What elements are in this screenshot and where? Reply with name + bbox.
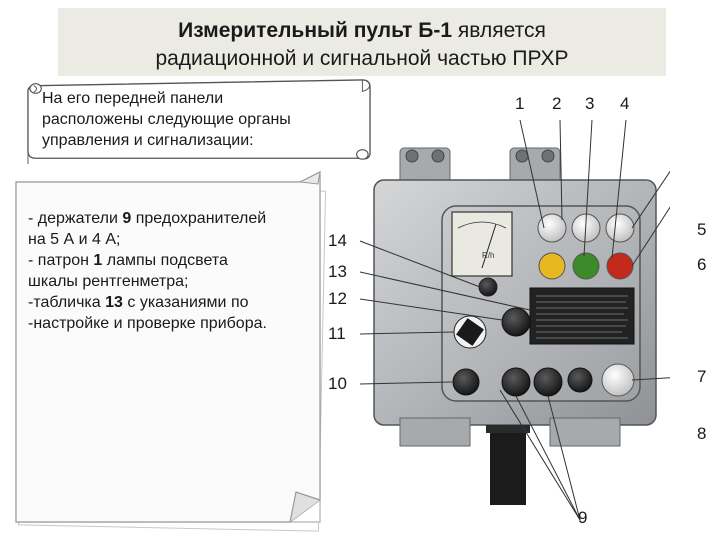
callout-8: 8 (697, 424, 706, 444)
callout-6: 6 (697, 255, 706, 275)
slide-title-line1: Измерительный пульт Б-1 является (58, 18, 666, 44)
note-item-2: - патрон 1 лампы подсвета (28, 250, 320, 271)
note-3-post: с указаниями по (123, 294, 249, 311)
callout-2: 2 (552, 94, 561, 114)
title-bold: Измерительный пульт Б-1 (178, 19, 452, 42)
scroll-line-1: На его передней панели (42, 88, 372, 109)
scroll-line-3: управления и сигнализации: (42, 130, 372, 151)
note-item-3-line2: -настройке и проверке прибора. (28, 313, 320, 334)
note-3-num: 13 (105, 294, 123, 311)
callout-1: 1 (515, 94, 524, 114)
notes-list: - держатели 9 предохранителей на 5 А и 4… (28, 208, 320, 334)
callout-4: 4 (620, 94, 629, 114)
callout-12: 12 (328, 289, 347, 309)
callout-5: 5 (697, 220, 706, 240)
note-2-pre: - патрон (28, 252, 93, 269)
callout-7: 7 (697, 367, 706, 387)
note-3-pre: -табличка (28, 294, 105, 311)
title-rest: является (452, 19, 546, 42)
meter-scale-label: R/h (482, 251, 494, 260)
note-2-post: лампы подсвета (102, 252, 228, 269)
callout-11: 11 (328, 324, 346, 344)
callout-13: 13 (328, 262, 347, 282)
callout-14: 14 (328, 231, 347, 251)
note-item-1-line2: на 5 А и 4 А; (28, 229, 320, 250)
note-item-1: - держатели 9 предохранителей (28, 208, 320, 229)
callout-10: 10 (328, 374, 347, 394)
callout-9: 9 (578, 508, 587, 528)
scroll-text: На его передней панели расположены следу… (42, 88, 372, 151)
slide-title-line2: радиационной и сигнальной частью ПРХР (58, 46, 666, 72)
note-item-2-line2: шкалы рентгенметра; (28, 271, 320, 292)
note-2-num: 1 (93, 252, 102, 269)
note-1-pre: - держатели (28, 210, 122, 227)
device-illustration: R/h (330, 100, 670, 540)
callout-3: 3 (585, 94, 594, 114)
note-1-num: 9 (122, 210, 131, 227)
note-item-3: -табличка 13 с указаниями по (28, 292, 320, 313)
title-box: Измерительный пульт Б-1 является радиаци… (58, 8, 666, 76)
scroll-line-2: расположены следующие органы (42, 109, 372, 130)
note-1-post: предохранителей (131, 210, 266, 227)
